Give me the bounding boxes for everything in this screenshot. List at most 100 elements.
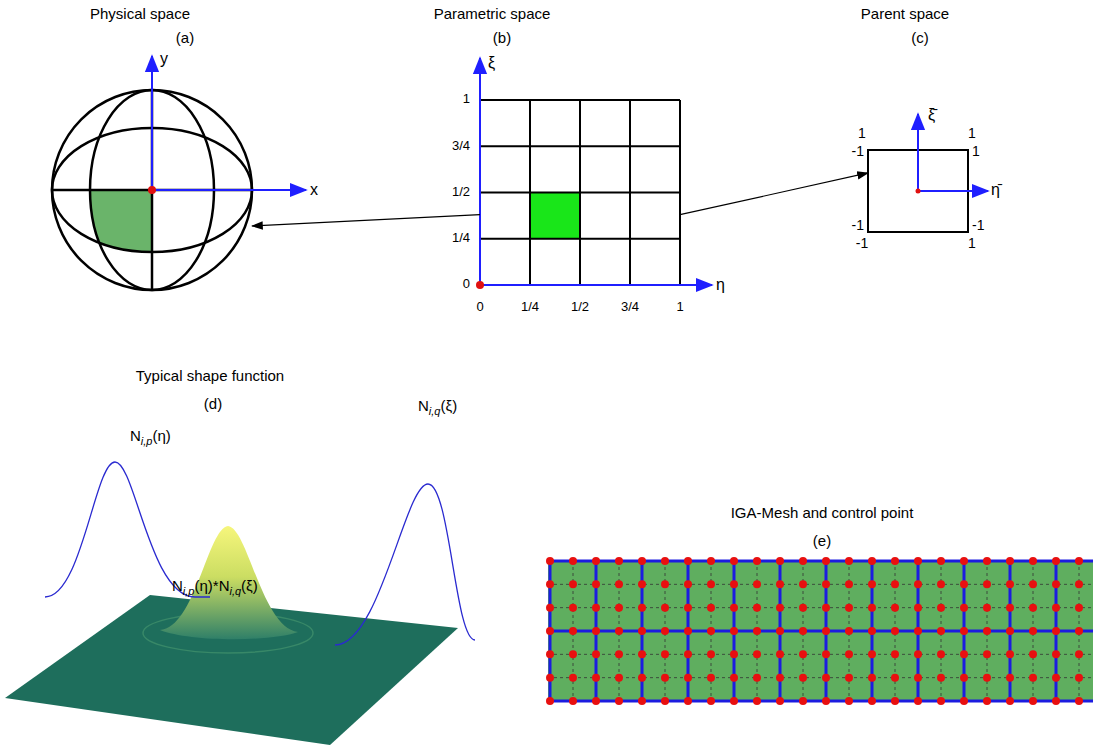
control-point bbox=[592, 674, 600, 682]
control-point bbox=[592, 557, 600, 565]
control-point bbox=[707, 674, 715, 682]
control-point bbox=[661, 580, 669, 588]
control-point bbox=[638, 697, 646, 705]
formula-subscript: i,q bbox=[429, 405, 441, 417]
control-point bbox=[546, 604, 554, 612]
control-point bbox=[1052, 650, 1060, 658]
control-point bbox=[822, 604, 830, 612]
control-point bbox=[707, 697, 715, 705]
control-point bbox=[615, 627, 623, 635]
origin-dot bbox=[476, 281, 484, 289]
tick-label: 1 bbox=[858, 126, 866, 141]
control-point bbox=[753, 580, 761, 588]
control-point bbox=[891, 674, 899, 682]
control-point bbox=[891, 627, 899, 635]
control-point bbox=[1029, 557, 1037, 565]
control-point bbox=[1029, 674, 1037, 682]
formula-label: Ni,q(ξ) bbox=[418, 398, 457, 415]
control-point bbox=[1075, 697, 1083, 705]
control-point bbox=[891, 580, 899, 588]
control-point bbox=[684, 580, 692, 588]
control-point bbox=[799, 697, 807, 705]
tick-label: -1 bbox=[852, 144, 864, 159]
figure-panel: IGA-Mesh and control point(e) bbox=[548, 560, 1093, 702]
control-point bbox=[684, 674, 692, 682]
control-point bbox=[569, 650, 577, 658]
control-point bbox=[937, 604, 945, 612]
formula-text: (η) bbox=[152, 427, 170, 444]
control-point bbox=[638, 580, 646, 588]
tick-label: -1 bbox=[972, 218, 984, 233]
control-point bbox=[799, 650, 807, 658]
control-point bbox=[684, 650, 692, 658]
control-point bbox=[592, 604, 600, 612]
panel-title: Parent space bbox=[861, 6, 949, 23]
control-point bbox=[822, 557, 830, 565]
basis-curve bbox=[335, 484, 475, 645]
control-point bbox=[730, 557, 738, 565]
control-point bbox=[937, 580, 945, 588]
control-point bbox=[730, 627, 738, 635]
control-point bbox=[661, 627, 669, 635]
control-point bbox=[638, 674, 646, 682]
control-point bbox=[569, 627, 577, 635]
axis-label: y bbox=[160, 50, 168, 68]
panel-letter: (a) bbox=[176, 30, 194, 47]
control-point bbox=[868, 650, 876, 658]
control-point bbox=[615, 604, 623, 612]
control-point bbox=[730, 604, 738, 612]
control-point bbox=[707, 627, 715, 635]
control-point bbox=[730, 697, 738, 705]
axis-label: η̄ bbox=[991, 181, 1000, 199]
control-point bbox=[730, 650, 738, 658]
basis-curve bbox=[45, 462, 210, 597]
figure-panel: Parametric space(b) bbox=[480, 100, 680, 285]
tick-label: 1 bbox=[676, 300, 683, 314]
control-point bbox=[914, 697, 922, 705]
tick-label: 1 bbox=[968, 236, 976, 251]
control-point bbox=[983, 674, 991, 682]
figure-panel: Parent space(c) bbox=[868, 150, 968, 232]
control-point bbox=[615, 580, 623, 588]
control-point bbox=[822, 650, 830, 658]
formula-subscript: i,p bbox=[141, 435, 153, 447]
control-point bbox=[592, 627, 600, 635]
tick-label: 1/4 bbox=[452, 231, 470, 245]
control-point bbox=[684, 557, 692, 565]
control-point bbox=[799, 557, 807, 565]
control-point bbox=[776, 650, 784, 658]
control-point bbox=[845, 604, 853, 612]
panel-letter: (b) bbox=[493, 30, 511, 47]
axis-label: η bbox=[716, 276, 725, 294]
control-point bbox=[1052, 580, 1060, 588]
shape-function-plot bbox=[5, 462, 475, 745]
control-point bbox=[569, 604, 577, 612]
control-point bbox=[845, 674, 853, 682]
knot-span bbox=[530, 193, 580, 239]
control-point bbox=[983, 557, 991, 565]
control-point bbox=[661, 674, 669, 682]
axis bbox=[152, 189, 306, 191]
axis bbox=[480, 284, 712, 286]
control-point bbox=[776, 627, 784, 635]
control-point bbox=[1029, 697, 1037, 705]
control-point bbox=[707, 580, 715, 588]
formula-text: N bbox=[172, 577, 183, 594]
control-point bbox=[753, 604, 761, 612]
formula-subscript: i,q bbox=[229, 585, 241, 597]
control-point bbox=[730, 674, 738, 682]
panel-letter: (c) bbox=[911, 30, 929, 47]
control-point bbox=[615, 674, 623, 682]
figure-panel: Physical space(a) bbox=[52, 90, 252, 290]
formula-label: Ni,p(η) bbox=[130, 428, 171, 445]
control-point bbox=[569, 580, 577, 588]
mesh-ground bbox=[548, 561, 1093, 701]
basis-bump bbox=[160, 526, 298, 639]
control-point bbox=[845, 580, 853, 588]
control-point bbox=[937, 557, 945, 565]
control-point bbox=[638, 557, 646, 565]
control-point bbox=[1075, 674, 1083, 682]
control-point bbox=[592, 697, 600, 705]
axis bbox=[918, 190, 988, 192]
